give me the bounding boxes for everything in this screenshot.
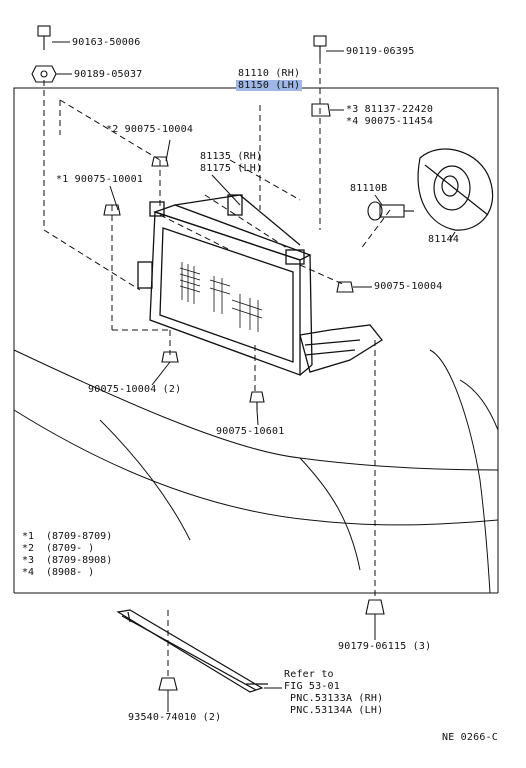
part-label-clip-bottom: 90075-10601 — [216, 426, 285, 437]
part-label-housing-lh: 81175 (LH) — [200, 163, 263, 174]
label-leaders — [52, 41, 456, 712]
fastener-bolt-top-left — [37, 25, 51, 50]
body-panel-contours — [13, 349, 499, 594]
legend-range: (8709-8709) — [46, 531, 113, 542]
part-label-nut-bottom: 90075-10004 (2) — [88, 384, 182, 395]
fastener-clip-bottom — [249, 391, 265, 410]
reference-line: PNC.53134A (LH) — [290, 705, 384, 716]
bracket — [116, 609, 268, 693]
part-label-headlamp-rh: 81110 (RH) — [238, 68, 301, 79]
socket-cover — [417, 148, 494, 231]
fastener-clip-right — [311, 103, 331, 117]
legend-range: (8709-8908) — [46, 555, 113, 566]
fastener-nut-star2 — [151, 156, 169, 167]
fastener-nut-star1 — [103, 204, 121, 216]
legend-mark: *3 — [22, 555, 35, 566]
part-label-bulb: 81110B — [350, 183, 388, 194]
fastener-bracket-nut — [158, 677, 178, 691]
bulb — [367, 201, 414, 221]
part-label-clip-star3: *3 81137-22420 — [346, 104, 434, 115]
part-label-housing-rh: 81135 (RH) — [200, 151, 263, 162]
fastener-bolt-top-right — [313, 35, 327, 58]
fastener-clip-lower-right — [365, 599, 385, 615]
legend-mark: *4 — [22, 567, 35, 578]
part-label-headlamp-lh: 81150 (LH) — [236, 80, 303, 91]
part-label-nut-left: 90189-05037 — [74, 69, 143, 80]
part-label-nut-star1: *1 90075-10001 — [56, 174, 144, 185]
part-label-clip-lower-right: 90179-06115 (3) — [338, 641, 432, 652]
fastener-nut-left — [31, 65, 57, 83]
headlamp-assembly — [137, 194, 383, 376]
fastener-nut-bottom — [161, 351, 179, 363]
diagram-code: NE 0266-C — [442, 732, 498, 743]
part-label-socket-cover: 81144 — [428, 234, 460, 245]
part-label-bolt-top-right: 90119-06395 — [346, 46, 415, 57]
part-label-bracket-nut: 93540-74010 (2) — [128, 712, 222, 723]
legend-mark: *1 — [22, 531, 35, 542]
part-label-nut-right: 90075-10004 — [374, 281, 443, 292]
leader-lines — [43, 58, 391, 680]
reference-line: FIG 53-01 — [284, 681, 340, 692]
reference-line: PNC.53133A (RH) — [290, 693, 384, 704]
reference-line: Refer to — [284, 669, 334, 680]
part-label-clip-star4: *4 90075-11454 — [346, 116, 434, 127]
legend-mark: *2 — [22, 543, 35, 554]
legend-range: (8908- ) — [46, 567, 95, 578]
legend-range: (8709- ) — [46, 543, 95, 554]
part-label-bolt-top-left: 90163-50006 — [72, 37, 141, 48]
fastener-nut-right — [336, 281, 354, 293]
lens-pattern — [179, 262, 263, 332]
part-label-nut-star2: *2 90075-10004 — [106, 124, 194, 135]
